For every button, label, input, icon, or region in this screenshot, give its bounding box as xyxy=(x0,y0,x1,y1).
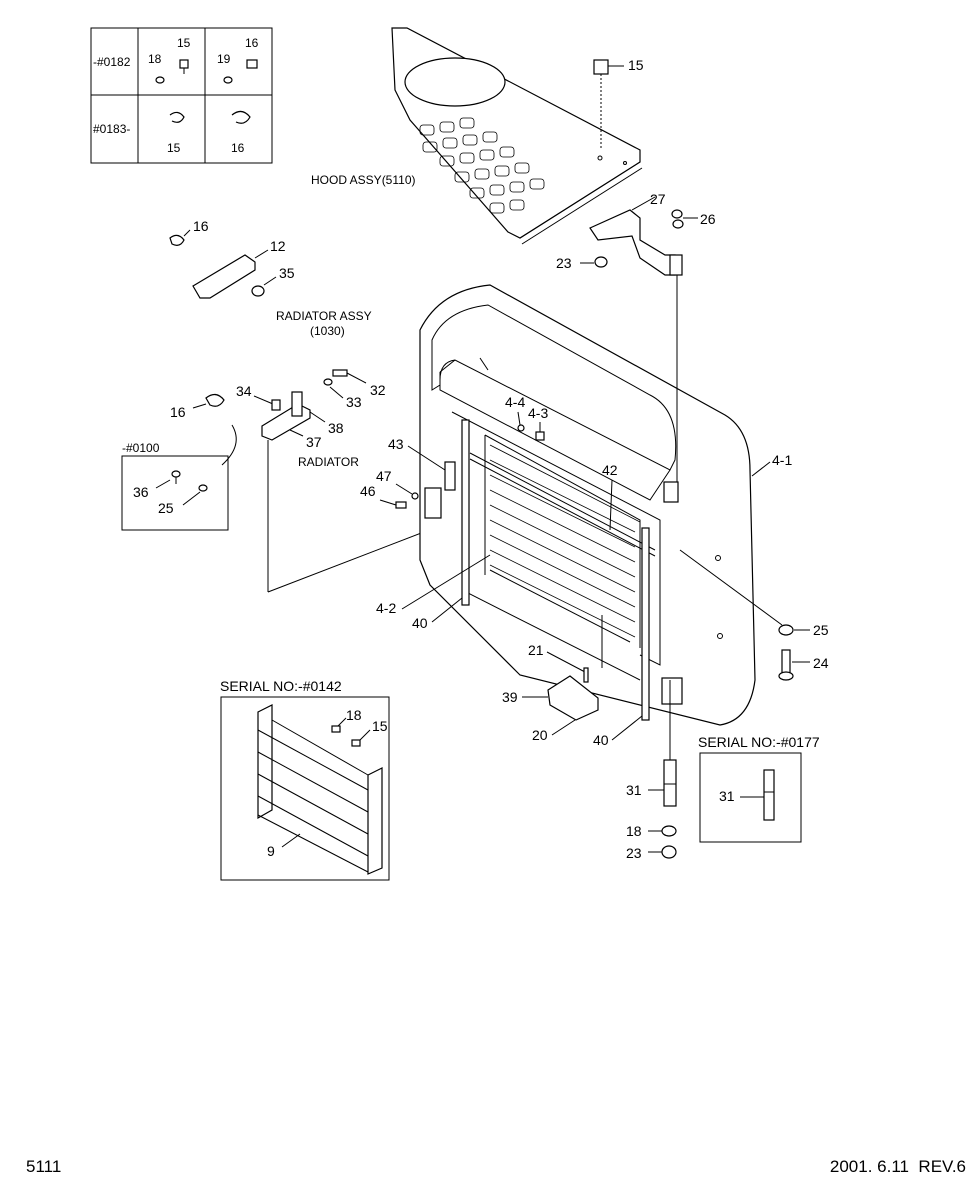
radiator-frame xyxy=(419,284,756,726)
callout-31: 31 xyxy=(626,782,642,798)
callout-34: 34 xyxy=(236,383,252,399)
callout-25-inset: 25 xyxy=(158,500,174,516)
table-cell-19: 19 xyxy=(217,52,231,66)
callout-32: 32 xyxy=(370,382,386,398)
seal-strip-40b xyxy=(641,527,650,721)
callout-47: 47 xyxy=(376,468,392,484)
callout-16-b: 16 xyxy=(170,404,186,420)
callout-26: 26 xyxy=(700,211,716,227)
radiator-label: RADIATOR xyxy=(298,455,359,469)
serial-inset-table: -#0182 #0183- 18 15 19 16 15 16 xyxy=(90,27,273,164)
callout-15-s: 15 xyxy=(372,718,388,734)
bolt-15-top xyxy=(593,59,609,75)
callout-38: 38 xyxy=(328,420,344,436)
serial-0100-label: -#0100 xyxy=(122,441,160,455)
callout-18-s: 18 xyxy=(346,707,362,723)
callout-42: 42 xyxy=(602,462,618,478)
callout-23: 23 xyxy=(626,845,642,861)
callout-46: 46 xyxy=(360,483,376,499)
serial-0142-label: SERIAL NO:-#0142 xyxy=(220,678,342,694)
callout-15-top: 15 xyxy=(628,57,644,73)
callout-24: 24 xyxy=(813,655,829,671)
callout-33: 33 xyxy=(346,394,362,410)
callout-16-a: 16 xyxy=(193,218,209,234)
callout-27: 27 xyxy=(650,191,666,207)
inset-0142 xyxy=(220,696,390,881)
callout-39: 39 xyxy=(502,689,518,705)
table-cell-16b: 16 xyxy=(231,141,245,155)
callout-18: 18 xyxy=(626,823,642,839)
callout-36: 36 xyxy=(133,484,149,500)
callout-9: 9 xyxy=(267,843,275,859)
latch-39 xyxy=(547,675,599,721)
callout-4-1: 4-1 xyxy=(772,452,792,468)
table-cell-16: 16 xyxy=(245,36,259,50)
callout-4-3: 4-3 xyxy=(528,405,548,421)
callout-4-2: 4-2 xyxy=(376,600,396,616)
inset-0177 xyxy=(699,752,802,843)
hinge-37 xyxy=(261,403,311,441)
hinge-12 xyxy=(192,254,256,299)
callout-23-top: 23 xyxy=(556,255,572,271)
inset-0100 xyxy=(121,455,229,531)
radiator-assy-label-2: (1030) xyxy=(310,324,345,338)
serial-0177-label: SERIAL NO:-#0177 xyxy=(698,734,820,750)
table-cell-15b: 15 xyxy=(167,141,181,155)
hood-assy-label: HOOD ASSY(5110) xyxy=(311,173,415,187)
radiator-assy-label-1: RADIATOR ASSY xyxy=(276,309,372,323)
seal-strip-40a xyxy=(461,419,470,606)
callout-35: 35 xyxy=(279,265,295,281)
callout-20: 20 xyxy=(532,727,548,743)
hood-assy-panel xyxy=(391,27,643,245)
callout-4-4: 4-4 xyxy=(505,394,525,410)
pin-31 xyxy=(663,759,677,807)
callout-40-b: 40 xyxy=(593,732,609,748)
callout-31-s: 31 xyxy=(719,788,735,804)
louver-9 xyxy=(257,704,383,875)
callout-25: 25 xyxy=(813,622,829,638)
revision-date: 2001. 6.11 REV.6 xyxy=(829,1157,966,1176)
table-row1-label: -#0182 xyxy=(93,55,131,69)
table-row2-label: #0183- xyxy=(93,122,130,136)
callout-40-a: 40 xyxy=(412,615,428,631)
callout-21: 21 xyxy=(528,642,544,658)
callout-12: 12 xyxy=(270,238,286,254)
callout-43: 43 xyxy=(388,436,404,452)
table-cell-18: 18 xyxy=(148,52,162,66)
callout-37: 37 xyxy=(306,434,322,450)
page-number: 5111 xyxy=(26,1157,62,1176)
table-cell-15: 15 xyxy=(177,36,191,50)
